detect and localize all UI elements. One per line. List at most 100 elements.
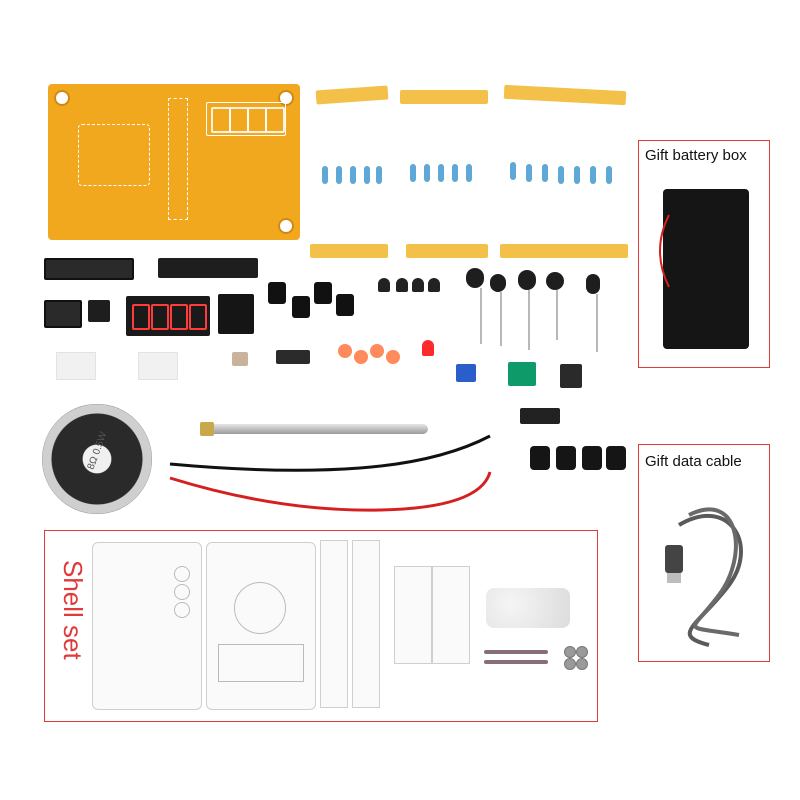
shell-set-frame <box>44 530 598 722</box>
pcb-display-area <box>206 102 286 136</box>
crystal <box>232 352 248 366</box>
resistor-tape-top <box>315 85 389 105</box>
knob <box>582 446 602 470</box>
resistor-tape-bottom <box>500 244 628 258</box>
resistor <box>526 164 532 182</box>
resistor <box>452 164 458 182</box>
seven-segment-display <box>126 296 210 336</box>
resistor <box>364 166 370 184</box>
screw <box>484 650 548 654</box>
resistor <box>542 164 548 182</box>
resistor <box>424 164 430 182</box>
resistor <box>322 166 328 184</box>
transistor <box>396 278 408 292</box>
resistor <box>376 166 382 184</box>
battery-box-label: Gift battery box <box>645 147 747 164</box>
resistor-tape-top <box>503 84 627 106</box>
red-led <box>422 340 434 356</box>
microcontroller-chip <box>158 258 258 278</box>
ic-socket-small <box>44 300 82 328</box>
inductor <box>490 274 506 292</box>
pcb-digit <box>211 107 231 133</box>
usb-cable <box>665 507 743 647</box>
electrolytic-capacitor <box>586 274 600 294</box>
resistor-tape-bottom <box>310 244 388 258</box>
nut <box>564 658 576 670</box>
pcb-digit <box>265 107 285 133</box>
transistor <box>412 278 424 292</box>
inductor <box>466 268 484 288</box>
panel-hole <box>174 584 190 600</box>
battery-box-frame: Gift battery box <box>638 140 770 368</box>
nut <box>576 658 588 670</box>
telescopic-antenna <box>200 424 428 434</box>
resistor <box>350 166 356 184</box>
shell-set-label-wrap: Shell set <box>44 560 88 690</box>
inductor <box>518 270 536 290</box>
nylon-standoffs <box>486 588 570 628</box>
shell-set-label: Shell set <box>58 560 88 660</box>
resistor <box>438 164 444 182</box>
tact-button <box>336 294 354 316</box>
ic-socket <box>44 258 134 280</box>
nut <box>564 646 576 658</box>
data-cable-label: Gift data cable <box>645 453 742 470</box>
pcb-silkscreen <box>78 124 150 186</box>
foam-pad <box>138 352 178 380</box>
panel-window <box>218 644 304 682</box>
battery-wire <box>659 214 670 288</box>
shell-side-right <box>352 540 380 708</box>
component-lead <box>480 288 482 344</box>
tact-button <box>268 282 286 304</box>
trimmer-potentiometer <box>456 364 476 382</box>
resistor <box>606 166 612 184</box>
tact-button <box>314 282 332 304</box>
resistor-tape-bottom <box>406 244 488 258</box>
shell-side-left <box>320 540 348 708</box>
ceramic-capacitor <box>354 350 368 364</box>
resistor <box>410 164 416 182</box>
resistor <box>574 166 580 184</box>
ceramic-capacitor <box>338 344 352 358</box>
display-digit <box>151 304 169 330</box>
panel-hole <box>174 602 190 618</box>
small-module <box>560 364 582 388</box>
shell-end-right <box>432 566 470 664</box>
resistor <box>466 164 472 182</box>
resistor-tape-top <box>400 90 488 104</box>
ceramic-capacitor <box>370 344 384 358</box>
pcb-digit <box>229 107 249 133</box>
small-chip <box>88 300 110 322</box>
nut <box>576 646 588 658</box>
battery-holder <box>663 189 749 349</box>
resistor <box>558 166 564 184</box>
pcb-ic-footprint <box>168 98 188 220</box>
transistor <box>428 278 440 292</box>
antenna-base <box>200 422 214 436</box>
radio-module <box>508 362 536 386</box>
slide-switch <box>276 350 310 364</box>
component-lead <box>528 290 530 350</box>
pcb-digit <box>247 107 267 133</box>
knob <box>556 446 576 470</box>
pcb-board <box>48 84 300 240</box>
speaker <box>42 404 152 514</box>
component-lead <box>596 294 598 352</box>
red-black-wires <box>169 434 492 512</box>
display-digit <box>170 304 188 330</box>
foam-pad <box>56 352 96 380</box>
knob <box>606 446 626 470</box>
data-cable-frame: Gift data cable <box>638 444 770 662</box>
panel-hole <box>174 566 190 582</box>
shell-end-left <box>394 566 432 664</box>
display-digit <box>132 304 150 330</box>
mount-hole <box>278 218 294 234</box>
resistor <box>590 166 596 184</box>
component-lead <box>500 292 502 346</box>
tact-button <box>292 296 310 318</box>
screw <box>484 660 548 664</box>
inductor <box>546 272 564 290</box>
mount-hole <box>54 90 70 106</box>
speaker-grill <box>234 582 286 634</box>
audio-jack <box>218 294 254 334</box>
